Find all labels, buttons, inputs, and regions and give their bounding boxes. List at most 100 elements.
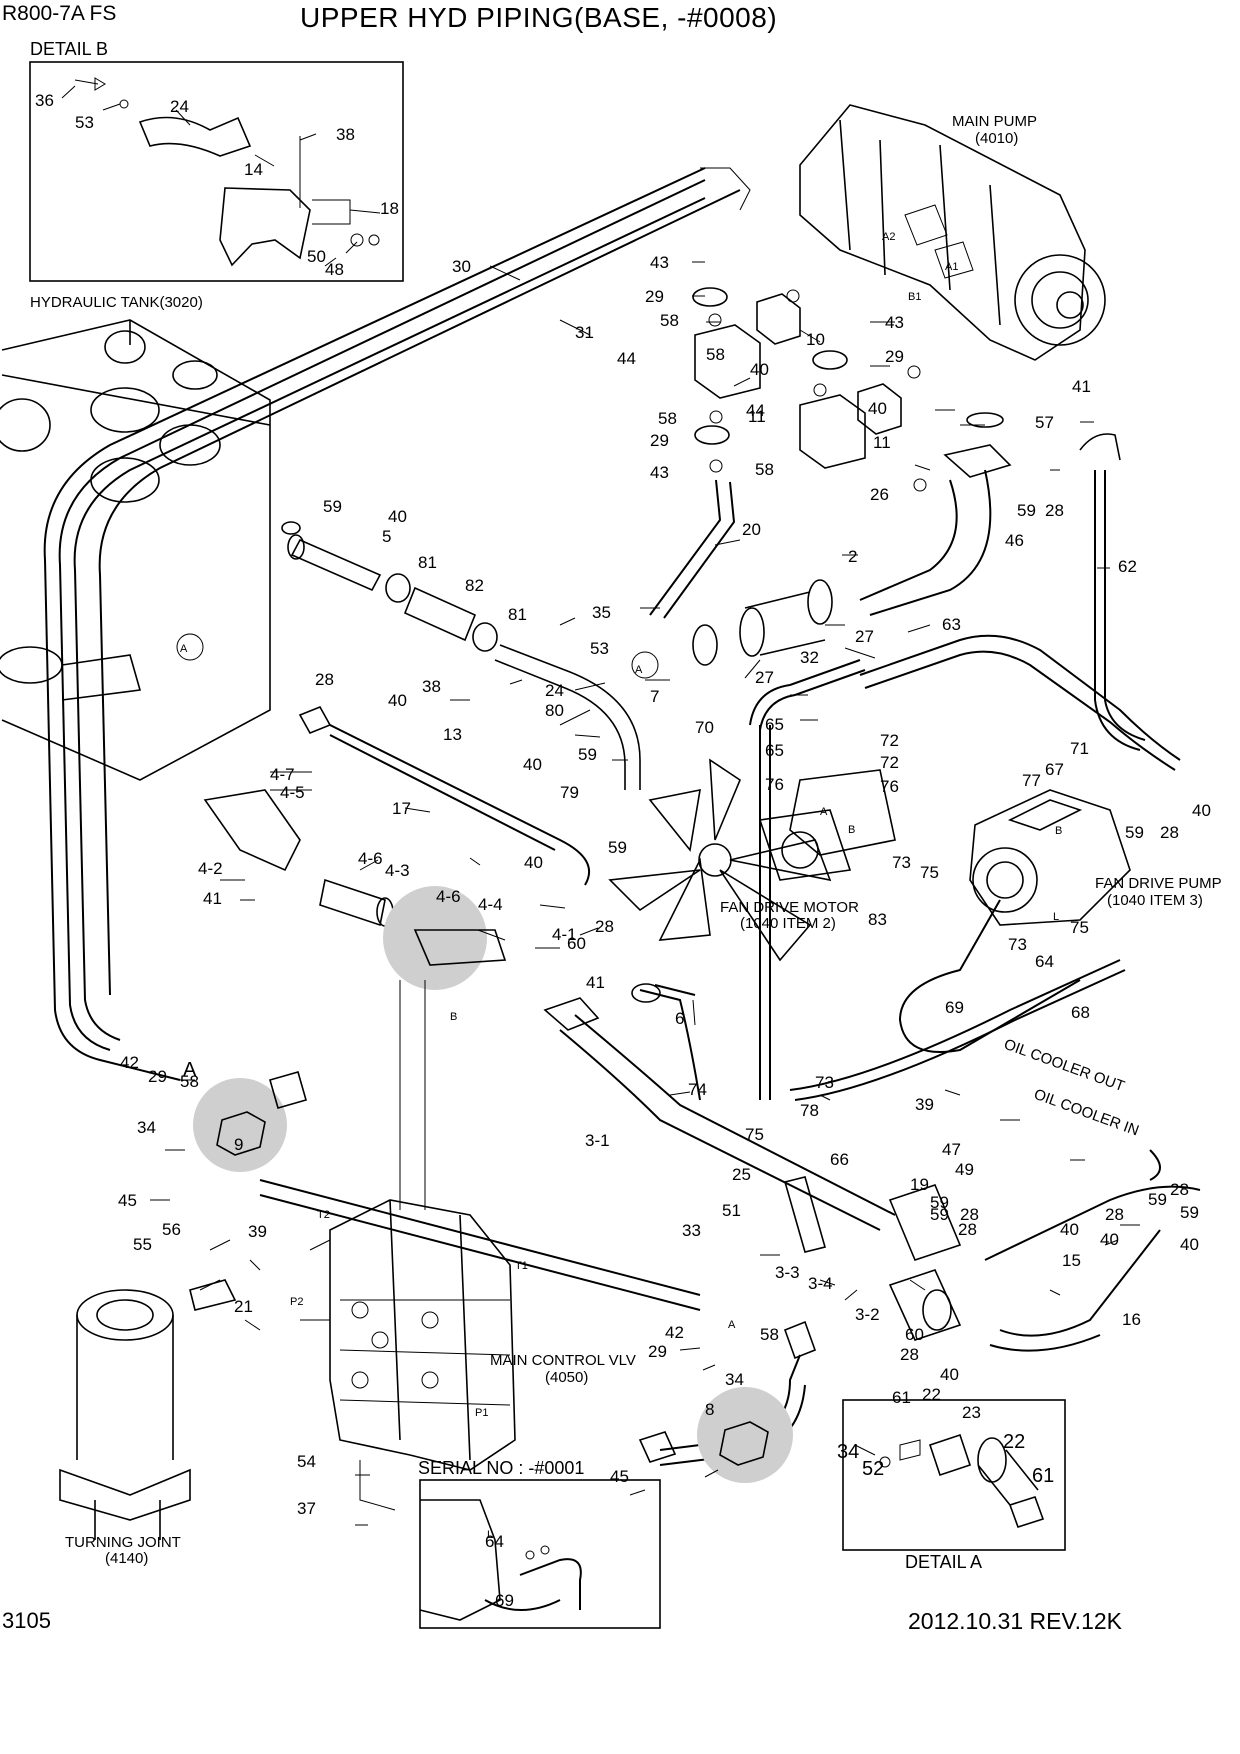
suction-pipe bbox=[692, 444, 1012, 666]
part-label: 42 bbox=[120, 1053, 139, 1072]
part-label: A bbox=[635, 664, 643, 676]
part-label: 79 bbox=[560, 783, 579, 802]
part-label: 77 bbox=[1022, 771, 1041, 790]
part-label: 59 bbox=[1148, 1190, 1167, 1209]
part-label: 82 bbox=[465, 576, 484, 595]
part-label: 29 bbox=[148, 1067, 167, 1086]
part-label: 11 bbox=[873, 433, 891, 452]
part-label: 58 bbox=[755, 460, 774, 479]
part-label: 7 bbox=[650, 687, 659, 706]
detail-b-callout bbox=[383, 886, 507, 1210]
turning-joint-caption: TURNING JOINT bbox=[65, 1534, 181, 1551]
pipes-15-16 bbox=[984, 1149, 1201, 1352]
part-label: 49 bbox=[955, 1160, 974, 1179]
detail-a-box bbox=[842, 1399, 1066, 1551]
part-label: 40 bbox=[523, 755, 542, 774]
part-label: 40 bbox=[1100, 1230, 1119, 1249]
part-label: 40 bbox=[524, 853, 543, 872]
part-label: A bbox=[180, 643, 188, 655]
part-label: 40 bbox=[940, 1365, 959, 1384]
part-label: 37 bbox=[297, 1499, 316, 1518]
part-label: 3-3 bbox=[775, 1263, 800, 1282]
part-label: L bbox=[1053, 911, 1059, 923]
fan-drive-motor-caption: FAN DRIVE MOTOR bbox=[720, 899, 859, 916]
part-label: 30 bbox=[452, 257, 471, 276]
part-label: 9 bbox=[234, 1135, 243, 1154]
part-label: 71 bbox=[1070, 739, 1089, 758]
part-label: 59 bbox=[323, 497, 342, 516]
part-label: 59 bbox=[1017, 501, 1036, 520]
part-label: 24 bbox=[545, 681, 564, 700]
revision-date: 2012.10.31 REV.12K bbox=[908, 1608, 1122, 1634]
part-label: 11 bbox=[748, 407, 766, 426]
part-label: B bbox=[450, 1011, 457, 1023]
part-label: 39 bbox=[915, 1095, 934, 1114]
part-label: 46 bbox=[1005, 531, 1024, 550]
part-label: 59 bbox=[1125, 823, 1144, 842]
part-label: 28 bbox=[960, 1205, 979, 1224]
part-label: 59 bbox=[930, 1193, 949, 1212]
part-label: 21 bbox=[234, 1297, 253, 1316]
fan-drive-pump-caption: FAN DRIVE PUMP bbox=[1095, 875, 1222, 892]
part-label: 3-2 bbox=[855, 1305, 880, 1324]
part-label: 54 bbox=[297, 1452, 316, 1471]
part-label: 35 bbox=[592, 603, 611, 622]
part-label: A bbox=[820, 806, 828, 818]
part-label: 51 bbox=[722, 1201, 741, 1220]
part-label: A bbox=[183, 1059, 197, 1081]
part-label: 34 bbox=[725, 1370, 744, 1389]
part-label: 3-1 bbox=[585, 1131, 610, 1150]
part-label: 53 bbox=[590, 639, 609, 658]
part-label: 65 bbox=[765, 715, 784, 734]
part-label: 26 bbox=[870, 485, 889, 504]
part-label: 69 bbox=[495, 1591, 514, 1610]
part-label: 72 bbox=[880, 731, 899, 750]
turning-joint-code: (4140) bbox=[105, 1550, 148, 1567]
part-label: 28 bbox=[595, 917, 614, 936]
leader-lines bbox=[61, 85, 1140, 1526]
part-label: 32 bbox=[800, 648, 819, 667]
part-label: 17 bbox=[392, 799, 411, 818]
part-label: 4-5 bbox=[280, 783, 305, 802]
part-label: 34 bbox=[837, 1441, 859, 1463]
part-label: 4-6 bbox=[436, 887, 461, 906]
part-label: 29 bbox=[650, 431, 669, 450]
part-label: 73 bbox=[892, 853, 911, 872]
part-label: A1 bbox=[945, 261, 958, 273]
part-label: 40 bbox=[388, 507, 407, 526]
part-label: 67 bbox=[1045, 760, 1064, 779]
part-label: 22 bbox=[1003, 1431, 1025, 1453]
part-label: 28 bbox=[1160, 823, 1179, 842]
part-label: 39 bbox=[248, 1222, 267, 1241]
part-label: 48 bbox=[325, 260, 344, 279]
main-control-valve-caption: MAIN CONTROL VLV bbox=[490, 1352, 636, 1369]
part-label: 28 bbox=[315, 670, 334, 689]
part-label: 31 bbox=[575, 323, 594, 342]
part-label: 76 bbox=[765, 775, 784, 794]
part-label: 58 bbox=[180, 1072, 199, 1091]
pipes-63-70-62 bbox=[759, 433, 1181, 1100]
pipe-17 bbox=[203, 705, 590, 927]
part-label: 22 bbox=[922, 1385, 941, 1404]
oil-cooler-out-caption: OIL COOLER OUT bbox=[1002, 1036, 1127, 1095]
serial-no-caption: SERIAL NO : -#0001 bbox=[418, 1458, 584, 1478]
part-label: 6 bbox=[675, 1009, 684, 1028]
page-title: UPPER HYD PIPING(BASE, -#0008) bbox=[300, 2, 778, 33]
part-label: 25 bbox=[732, 1165, 751, 1184]
part-label: 70 bbox=[695, 718, 714, 737]
part-label: 59 bbox=[608, 838, 627, 857]
part-label: 83 bbox=[868, 910, 887, 929]
part-label: 64 bbox=[1035, 952, 1054, 971]
part-label: 23 bbox=[962, 1403, 981, 1422]
part-label: 16 bbox=[1122, 1310, 1141, 1329]
part-label: B bbox=[848, 824, 855, 836]
part-label: 10 bbox=[806, 330, 825, 349]
part-label: 74 bbox=[688, 1080, 707, 1099]
part-label: 75 bbox=[1070, 918, 1089, 937]
part-label: 19 bbox=[910, 1175, 929, 1194]
turning-joint bbox=[59, 1279, 237, 1540]
part-label: 3-4 bbox=[808, 1274, 833, 1293]
part-label: 52 bbox=[862, 1458, 884, 1480]
part-label: 27 bbox=[755, 668, 774, 687]
